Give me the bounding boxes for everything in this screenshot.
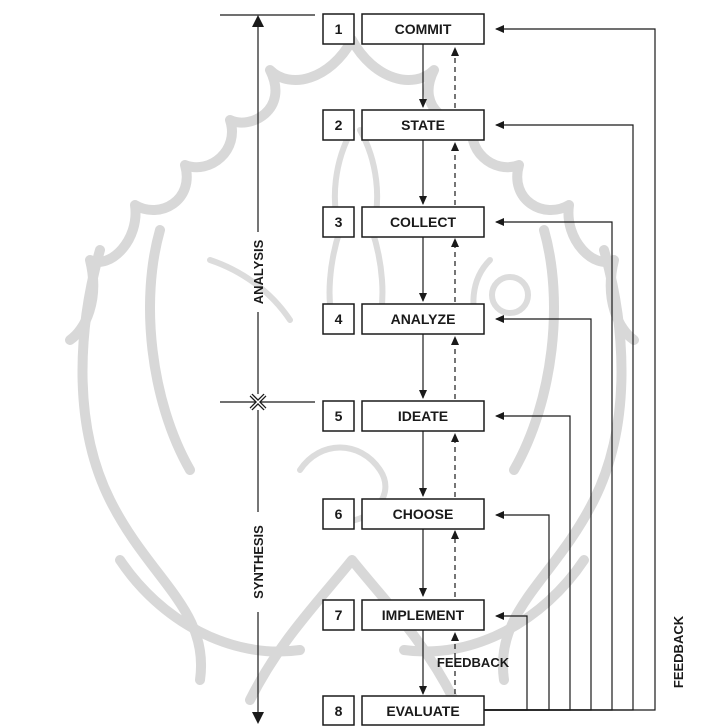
analysis-top-arrowhead — [252, 15, 264, 27]
step-label-commit: COMMIT — [395, 21, 452, 37]
step-number: 4 — [335, 311, 343, 327]
synthesis-bottom-arrowhead — [252, 712, 264, 724]
feedback-loop-lines: FEEDBACK — [484, 29, 686, 710]
step-label-implement: IMPLEMENT — [382, 607, 465, 623]
step-label-ideate: IDEATE — [398, 408, 448, 424]
step-number: 5 — [335, 408, 343, 424]
step-row-3: 3 COLLECT — [323, 207, 484, 237]
step-row-4: 4 ANALYZE — [323, 304, 484, 334]
step-label-evaluate: EVALUATE — [386, 703, 459, 719]
step-label-collect: COLLECT — [390, 214, 457, 230]
step-row-7: 7 IMPLEMENT — [323, 600, 484, 630]
inner-feedback-label: FEEDBACK — [437, 655, 510, 670]
analysis-label: ANALYSIS — [251, 239, 266, 304]
step-row-1: 1 COMMIT — [323, 14, 484, 44]
outer-feedback-label: FEEDBACK — [671, 615, 686, 688]
step-number: 3 — [335, 214, 343, 230]
step-number: 7 — [335, 607, 343, 623]
step-number: 8 — [335, 703, 343, 719]
synthesis-label: SYNTHESIS — [251, 525, 266, 599]
step-label-analyze: ANALYZE — [391, 311, 456, 327]
step-number: 1 — [335, 21, 343, 37]
step-row-6: 6 CHOOSE — [323, 499, 484, 529]
step-row-2: 2 STATE — [323, 110, 484, 140]
step-row-8: 8 EVALUATE — [323, 696, 484, 725]
step-label-state: STATE — [401, 117, 445, 133]
step-number: 2 — [335, 117, 343, 133]
step-label-choose: CHOOSE — [393, 506, 454, 522]
step-row-5: 5 IDEATE — [323, 401, 484, 431]
step-number: 6 — [335, 506, 343, 522]
